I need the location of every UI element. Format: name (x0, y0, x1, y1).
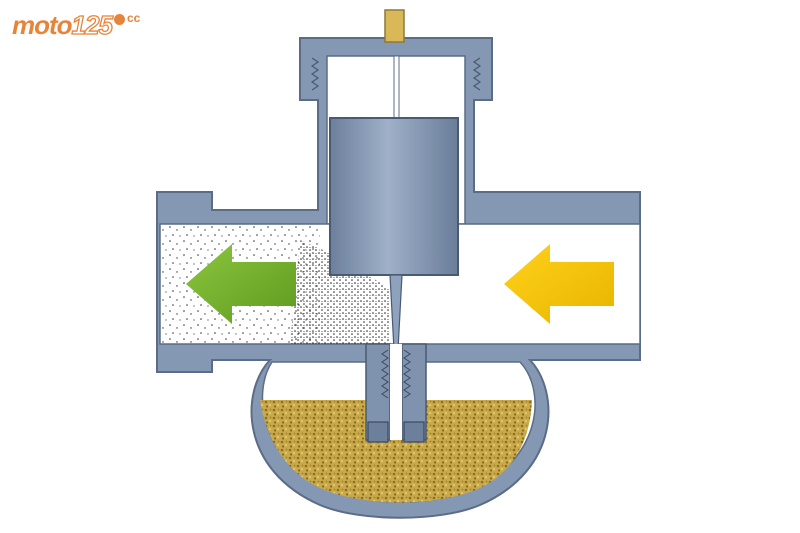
slide-piston (329, 117, 459, 276)
logo-brand-text: moto (12, 10, 73, 40)
throttle-cable (384, 9, 405, 43)
main-jet (365, 343, 427, 443)
logo-suffix-text: cc (126, 11, 141, 25)
fuel-spray-dense (290, 240, 390, 344)
dot-icon (113, 14, 125, 25)
cap-threads (310, 57, 482, 91)
needle-rod (393, 55, 400, 121)
fuel-reservoir (260, 400, 532, 503)
arrow-left-icon (186, 244, 296, 324)
arrow-left-icon (504, 244, 614, 324)
logo-number-text: 125 (71, 9, 114, 40)
brand-logo: moto 125 cc (12, 8, 140, 42)
